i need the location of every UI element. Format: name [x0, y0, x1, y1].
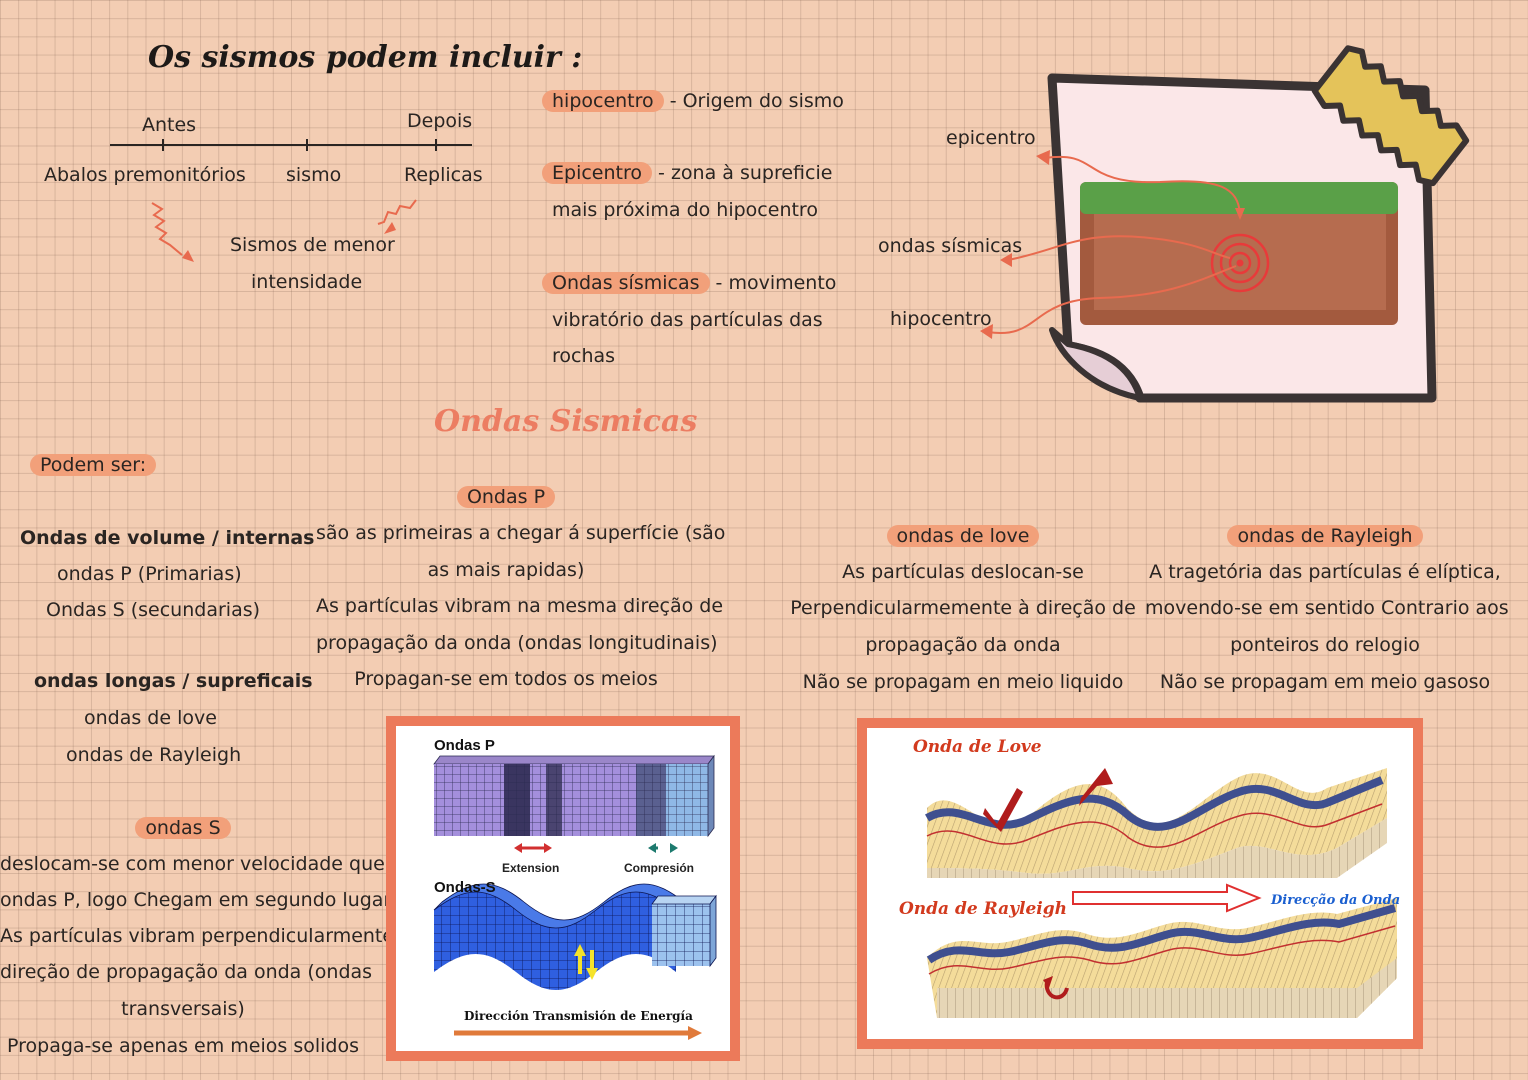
diagram-waves-label: ondas sísmicas — [878, 235, 1023, 257]
types-heading: Podem ser: — [30, 454, 157, 476]
def-epicentre-line2: mais próxima do hipocentro — [552, 199, 818, 221]
fig-compression-label: Compresión — [624, 861, 694, 875]
p-waves-line: Propagan-se em todos os meios — [354, 668, 658, 690]
def-seismic-waves-line2: vibratório das partículas das — [552, 309, 823, 331]
rayleigh-line: A tragetória das partículas é elíptica, — [1149, 561, 1501, 583]
def-seismic-waves-line3: rochas — [552, 345, 616, 367]
figure-p-s-art: Ondas P Extension Compresión Ondas-S Dir… — [433, 737, 717, 1040]
surface-waves-item-rayleigh: ondas de Rayleigh — [66, 744, 242, 766]
p-waves-line: As partículas vibram na mesma direção de — [316, 595, 724, 617]
fig-extension-label: Extension — [502, 861, 559, 875]
fig-s-label: Ondas-S — [434, 879, 496, 896]
rayleigh-line: Não se propagam em meio gasoso — [1159, 671, 1491, 693]
s-waves-heading: ondas S — [135, 817, 231, 839]
love-line: As partículas deslocan-se — [842, 561, 1084, 583]
p-waves-line: propagação da onda (ondas longitudinais) — [316, 632, 718, 654]
p-waves-line: as mais rapidas) — [427, 559, 585, 581]
def-epicentre-line1: - zona à supreficie — [658, 162, 833, 184]
term-epicentre: Epicentro — [542, 162, 652, 184]
love-heading: ondas de love — [886, 525, 1040, 547]
def-seismic-waves-line1: - movimento — [715, 272, 837, 294]
timeline-foreshocks: Abalos premonitórios — [44, 164, 246, 186]
section-title: Ondas Sismicas — [434, 404, 698, 439]
page-title: Os sismos podem incluir : — [148, 40, 583, 75]
s-waves-line: As partículas vibram perpendicularmente … — [0, 925, 424, 947]
surface-waves-item-love: ondas de love — [84, 707, 217, 729]
s-waves-line: deslocam-se com menor velocidade que as — [0, 853, 413, 875]
figure-love-rayleigh-art: Onda de Love Onda de Rayleigh Direcção d… — [899, 737, 1400, 1018]
timeline-before-label: Antes — [142, 114, 197, 136]
s-waves-line: direção de propagação da onda (ondas — [0, 961, 373, 983]
s-waves-line: ondas P, logo Chegam em segundo lugar — [0, 889, 392, 911]
s-waves-line: transversais) — [121, 998, 245, 1020]
rayleigh-heading: ondas de Rayleigh — [1227, 525, 1423, 547]
term-hypocentre: hipocentro — [542, 90, 664, 112]
term-seismic-waves: Ondas sísmicas — [542, 272, 710, 294]
s-waves-line: Propaga-se apenas em meios solidos — [7, 1035, 359, 1057]
p-waves-line: são as primeiras a chegar á superfície (… — [316, 522, 726, 544]
definition-hypocentre: hipocentro - Origem do sismo — [542, 83, 844, 119]
rayleigh-line: movendo-se em sentido Contrario aos — [1145, 597, 1509, 619]
fig-p-label: Ondas P — [434, 737, 495, 754]
fig-rayleigh-label: Onda de Rayleigh — [899, 899, 1067, 919]
fig-love-label: Onda de Love — [913, 737, 1042, 757]
fig-direction-label: Dirección Transmisión de Energía — [464, 1009, 693, 1023]
figure-love-rayleigh: Onda de Love Onda de Rayleigh Direcção d… — [857, 718, 1423, 1049]
love-line: propagação da onda — [865, 634, 1061, 656]
body-waves-title: Ondas de volume / internas — [20, 527, 315, 549]
body-waves-item-s: Ondas S (secundarias) — [46, 599, 261, 621]
def-hypocentre: - Origem do sismo — [669, 90, 844, 112]
diagram-epicentre-label: epicentro — [946, 127, 1036, 149]
timeline-lesser-line1: Sismos de menor — [230, 234, 395, 256]
timeline-lesser-line2: intensidade — [251, 271, 363, 293]
timeline-quake: sismo — [286, 164, 342, 186]
figure-p-s-waves: Ondas P Extension Compresión Ondas-S Dir… — [386, 716, 740, 1061]
love-line: Perpendicularmemente à direção de — [790, 597, 1136, 619]
timeline-aftershocks: Replicas — [404, 164, 483, 186]
definition-epicentre: Epicentro - zona à supreficie — [542, 155, 832, 191]
surface-waves-title: ondas longas / supreficais — [34, 670, 313, 692]
diagram-hypocentre-label: hipocentro — [890, 308, 992, 330]
rayleigh-line: ponteiros do relogio — [1230, 634, 1420, 656]
p-waves-heading: Ondas P — [456, 486, 556, 508]
body-waves-item-p: ondas P (Primarias) — [57, 563, 242, 585]
love-line: Não se propagam en meio liquido — [802, 671, 1124, 693]
fig-wave-direction-label: Direcção da Onda — [1270, 893, 1400, 908]
timeline-after-label: Depois — [407, 110, 473, 132]
definition-seismic-waves: Ondas sísmicas - movimento — [542, 265, 836, 301]
